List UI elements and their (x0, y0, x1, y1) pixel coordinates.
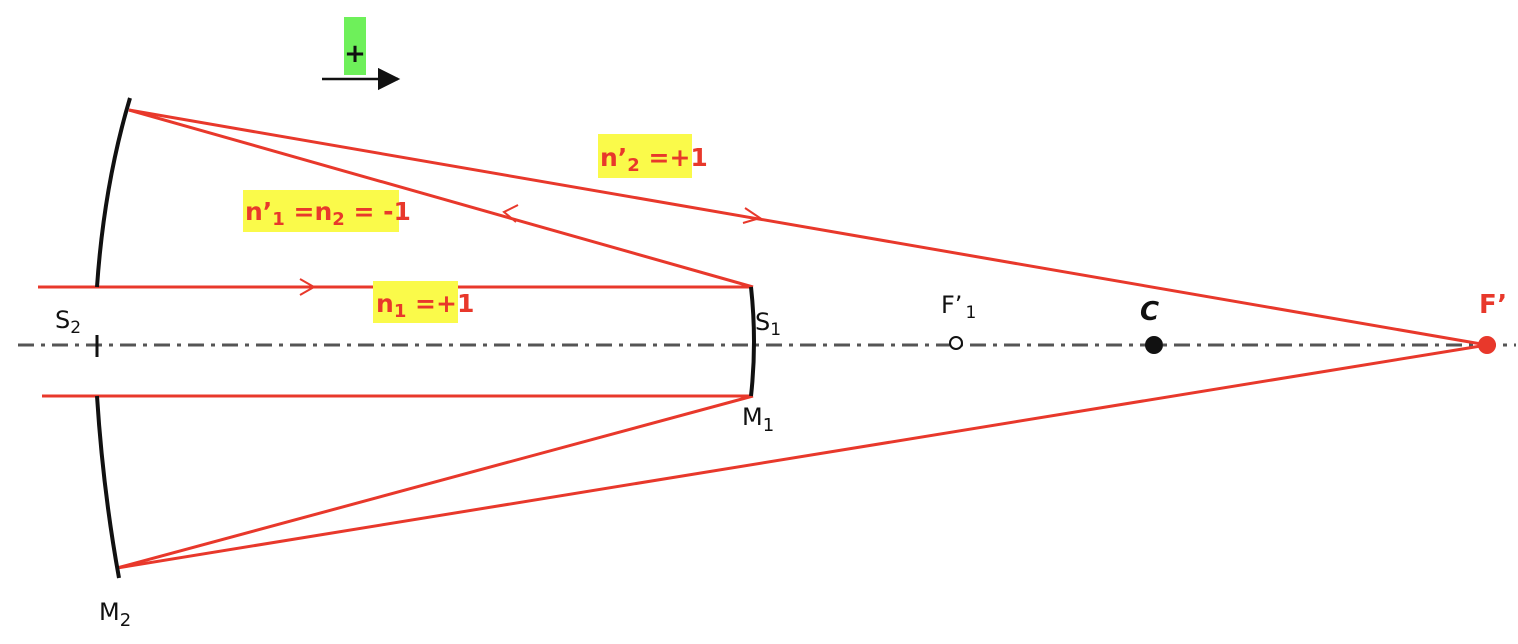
label-f1-prime: F’1 (941, 291, 976, 323)
reflected-ray-upper (128, 108, 754, 289)
mirror-m2-upper (95, 97, 132, 288)
sign-convention-symbol: + (344, 39, 366, 69)
label-m1: M1 (742, 403, 774, 436)
ray-direction-arrows (299, 204, 763, 296)
final-ray-lower (116, 343, 1488, 570)
index-n1-highlight (373, 281, 458, 323)
focus-f-marker (1478, 336, 1496, 354)
direction-arrow-icon (502, 204, 519, 223)
label-s1: S1 (755, 308, 781, 340)
direction-arrow-icon (299, 278, 317, 296)
index-n2p-highlight (598, 134, 692, 178)
index-n1p: n’1 =n2 = -1 (245, 197, 411, 230)
focus-f1-marker (949, 336, 963, 350)
index-n1: n1 =+1 (376, 289, 474, 322)
index-n1p-highlight (243, 190, 399, 232)
final-ray-upper (128, 108, 1488, 347)
sign-convention-highlight (344, 17, 366, 75)
label-f-prime: F’ (1479, 290, 1507, 320)
center-c-marker (1145, 336, 1163, 354)
mirror-m1 (749, 286, 756, 397)
label-s2: S2 (55, 306, 81, 338)
label-m2: M2 (99, 598, 131, 631)
mirror-m2-lower (95, 395, 121, 579)
reflected-ray-lower (116, 394, 754, 570)
direction-arrow-icon (742, 207, 763, 224)
index-n2p: n’2 =+1 (600, 143, 708, 176)
label-c: C (1140, 297, 1159, 327)
rays (38, 108, 1488, 570)
